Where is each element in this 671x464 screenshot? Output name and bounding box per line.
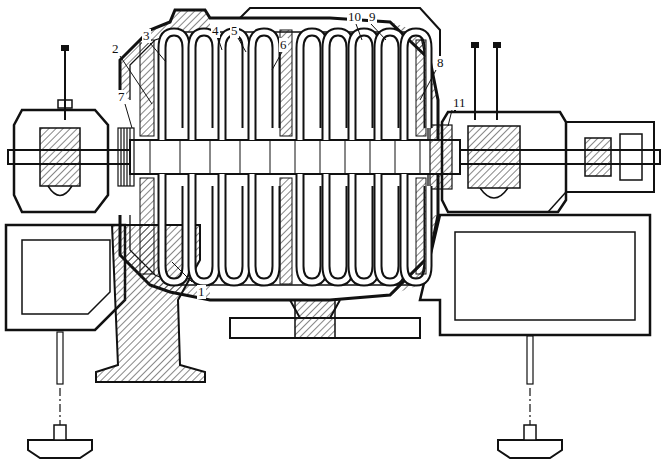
callout-number: 7 (117, 90, 126, 104)
callout-number: 9 (368, 10, 377, 24)
callout-number: 10 (347, 10, 362, 24)
callout-number: 11 (452, 96, 467, 110)
callout-number: 8 (436, 56, 445, 70)
callout-number: 2 (111, 42, 120, 56)
callout-number: 1 (197, 285, 206, 299)
callout-number: 3 (142, 29, 151, 43)
callout-number: 4 (211, 24, 220, 38)
callout-number: 5 (230, 24, 239, 38)
callout-number: 6 (279, 38, 288, 52)
